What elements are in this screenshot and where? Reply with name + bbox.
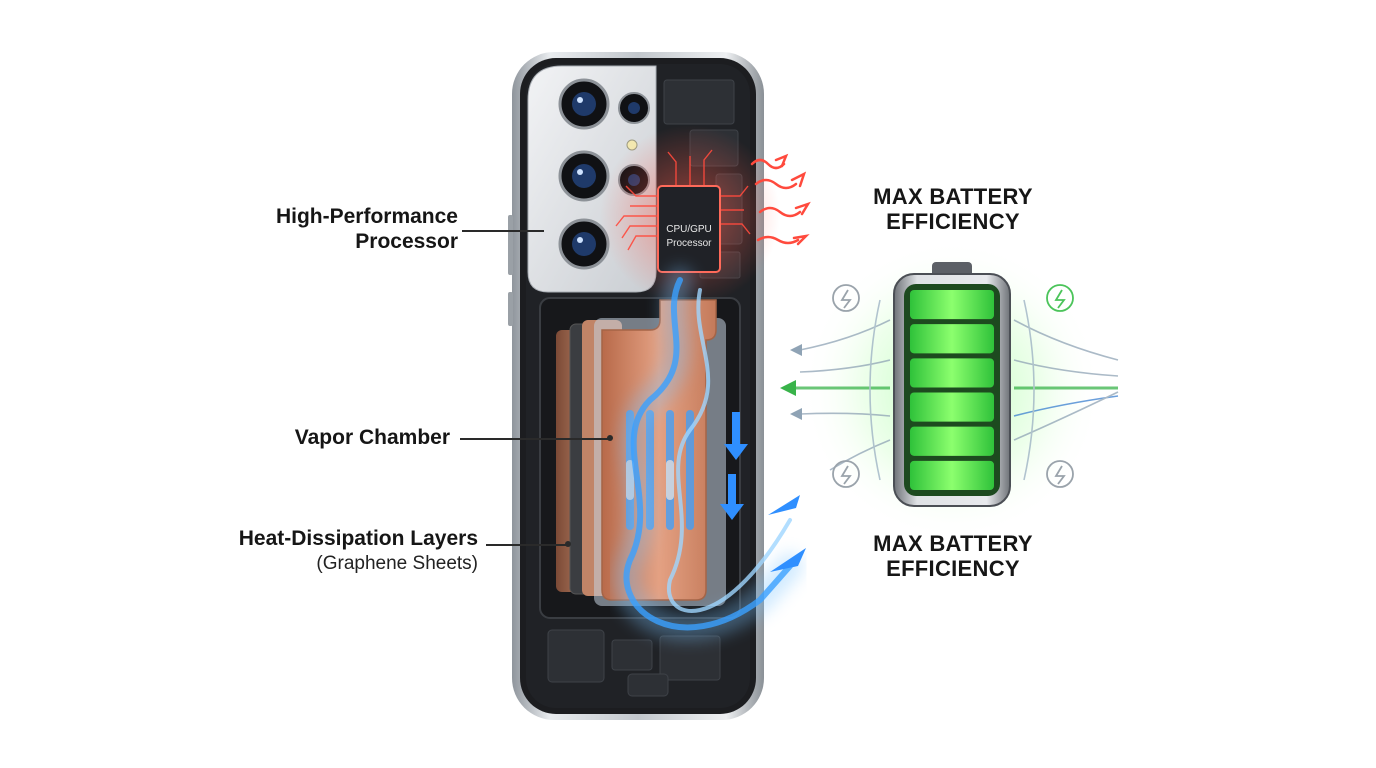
callout-processor: High-Performance Processor [230,204,458,254]
battery-title-top-line1: MAX BATTERY [873,184,1033,209]
vapor-chamber [594,299,726,606]
cpu-gpu-chip: CPU/GPU Processor [657,185,721,273]
battery-title-bottom: MAX BATTERY EFFICIENCY [843,531,1063,581]
battery-segment [910,460,994,490]
battery-segment [910,426,994,456]
callout-vapor-dot [607,435,613,441]
battery-illustration [780,240,1119,540]
battery-segment [910,358,994,388]
battery-title-bottom-line2: EFFICIENCY [886,556,1020,581]
heat-wave-icon [750,153,811,246]
lightning-bolt-icon [832,284,1074,488]
callout-layers-leader [486,544,568,546]
battery-segments [910,290,994,490]
callout-vapor-chamber: Vapor Chamber [294,426,450,449]
callout-processor-line2: Processor [355,230,458,253]
battery-title-top: MAX BATTERY EFFICIENCY [843,184,1063,234]
chip-label-line2: Processor [666,238,712,249]
callout-processor-leader [462,230,544,232]
cool-air-arrow-icon [720,412,748,520]
cool-vapor-flow [613,267,803,641]
chip-traces [615,149,751,251]
callout-layers: Heat-Dissipation Layers (Graphene Sheets… [186,526,478,576]
chip-label-line1: CPU/GPU [666,224,712,235]
callout-layers-line2: (Graphene Sheets) [316,553,478,574]
battery-title-bottom-line1: MAX BATTERY [873,531,1033,556]
battery-segment [910,290,994,320]
callout-processor-line1: High-Performance [275,205,458,228]
callout-layers-line1: Heat-Dissipation Layers [238,527,478,550]
battery-segment [910,392,994,422]
callout-layers-dot [565,541,571,547]
callout-vapor-leader [460,438,610,440]
battery-title-top-line2: EFFICIENCY [886,209,1020,234]
battery-segment [910,324,994,354]
phone: 3P [508,52,803,720]
blue-exhaust-arrows [768,495,806,572]
